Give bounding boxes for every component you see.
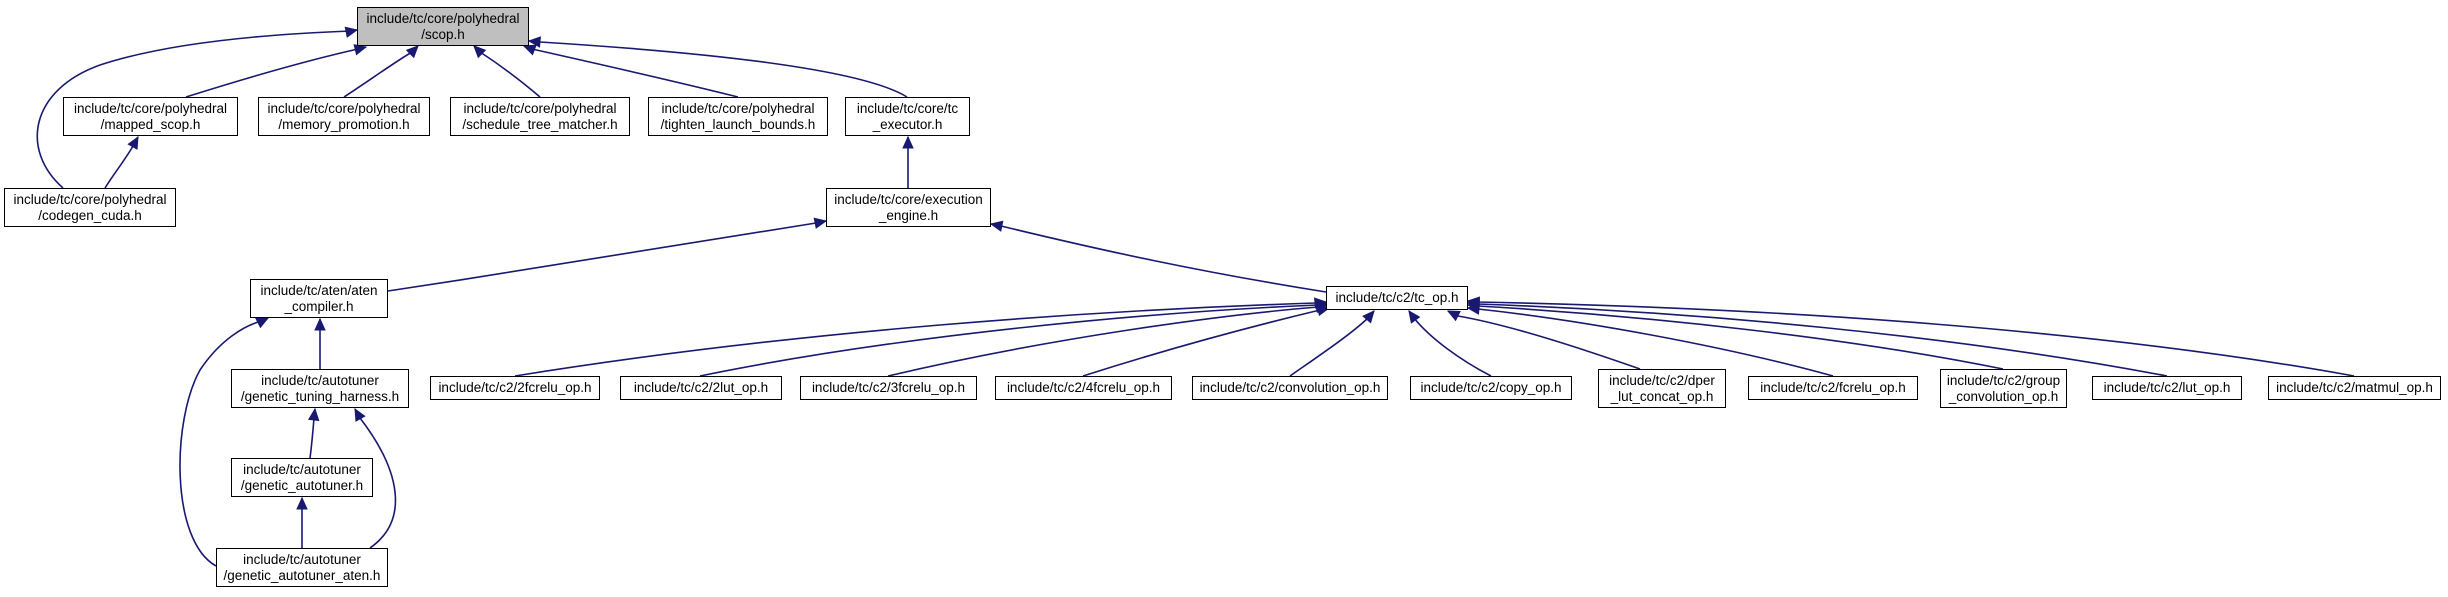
node-dper-lut-concat-op-h[interactable]: include/tc/c2/dper_lut_concat_op.h	[1598, 369, 1726, 408]
node-2fcrelu-op-h[interactable]: include/tc/c2/2fcrelu_op.h	[430, 376, 600, 400]
edge-line	[343, 45, 419, 98]
edge-line	[354, 408, 397, 549]
edge-arrowhead	[255, 317, 270, 329]
edge-arrowhead	[296, 496, 308, 510]
edge-line	[523, 45, 739, 98]
node-group-convolution-op-h[interactable]: include/tc/c2/group_convolution_op.h	[1940, 369, 2067, 408]
edge-memory-promotion-to-scop	[343, 45, 419, 98]
edge-arrowhead	[405, 45, 419, 59]
node-scop-h: include/tc/core/polyhedral/scop.h	[357, 7, 529, 46]
edge-line	[1467, 300, 2355, 377]
edge-arrowhead	[1466, 296, 1481, 308]
edge-op-copy-to-tc-op	[1408, 310, 1492, 377]
node-fcrelu-op-h[interactable]: include/tc/c2/fcrelu_op.h	[1748, 376, 1918, 400]
node-genetic-tuning-harness-h[interactable]: include/tc/autotuner/genetic_tuning_harn…	[231, 369, 409, 408]
edge-line	[887, 304, 1328, 377]
edge-arrowhead	[353, 44, 368, 56]
node-genetic-autotuner-aten-h[interactable]: include/tc/autotuner/genetic_autotuner_a…	[216, 548, 388, 587]
edge-mapped-scop-to-scop	[185, 44, 368, 98]
edge-execution-engine-to-tc-executor	[902, 135, 914, 189]
edge-genetic-autotuner-aten-to-aten-compiler	[179, 317, 270, 567]
edge-line	[179, 317, 269, 567]
edge-arrowhead	[307, 407, 320, 422]
edge-op-convolution-to-tc-op	[1289, 310, 1375, 377]
edge-arrowhead	[522, 44, 537, 56]
edge-arrowhead	[1362, 310, 1375, 324]
node-3fcrelu-op-h[interactable]: include/tc/c2/3fcrelu_op.h	[800, 376, 977, 400]
edge-line	[1467, 304, 2004, 370]
edge-line	[1467, 307, 1834, 377]
node-lut-op-h[interactable]: include/tc/c2/lut_op.h	[2092, 376, 2242, 400]
edge-op-2fcrelu-to-tc-op	[514, 297, 1328, 377]
edge-op-dper-lut-concat-to-tc-op	[1446, 310, 1641, 370]
node-matmul-op-h[interactable]: include/tc/c2/matmul_op.h	[2268, 376, 2441, 400]
edge-line	[1447, 310, 1641, 370]
edge-tc-executor-to-scop	[527, 36, 908, 98]
node-mapped-scop-h[interactable]: include/tc/core/polyhedral/mapped_scop.h	[63, 97, 238, 136]
edge-arrowhead	[473, 45, 487, 59]
node-genetic-autotuner-h[interactable]: include/tc/autotuner/genetic_autotuner.h	[231, 458, 373, 497]
edge-line	[185, 46, 367, 98]
edge-genetic-autotuner-aten-to-genetic-autotuner	[296, 496, 308, 548]
edge-aten-compiler-to-execution-engine	[387, 217, 828, 292]
edge-arrowhead	[314, 317, 326, 331]
edge-line	[1467, 302, 2168, 377]
edge-arrowhead	[902, 135, 914, 149]
edge-line	[387, 220, 827, 292]
node-codegen-cuda-h[interactable]: include/tc/core/polyhedral/codegen_cuda.…	[4, 188, 176, 227]
edge-line	[1082, 307, 1330, 377]
node-tc-executor-h[interactable]: include/tc/core/tc_executor.h	[845, 97, 970, 136]
edge-line	[473, 45, 541, 98]
edge-arrowhead	[354, 407, 366, 422]
edge-line	[1289, 310, 1375, 377]
node-execution-engine-h[interactable]: include/tc/core/execution_engine.h	[826, 188, 991, 227]
edge-arrowhead	[1446, 310, 1461, 322]
edge-line	[528, 40, 908, 98]
node-4fcrelu-op-h[interactable]: include/tc/c2/4fcrelu_op.h	[995, 376, 1172, 400]
node-aten-compiler-h[interactable]: include/tc/aten/aten_compiler.h	[250, 279, 388, 318]
edge-op-lut-to-tc-op	[1466, 298, 2168, 377]
node-copy-op-h[interactable]: include/tc/c2/copy_op.h	[1410, 376, 1572, 400]
edge-genetic-autotuner-to-genetic-tuning-harness	[307, 407, 320, 459]
edge-op-4fcrelu-to-tc-op	[1082, 304, 1331, 377]
edge-line	[36, 29, 358, 189]
edge-arrowhead	[989, 220, 1004, 232]
edge-codegen-cuda-to-scop	[36, 26, 359, 189]
edge-line	[990, 223, 1327, 293]
edge-tc-op-to-execution-engine	[989, 220, 1327, 293]
edge-op-fcrelu-to-tc-op	[1466, 303, 1834, 377]
edge-codegen-cuda-to-mapped-scop	[104, 135, 139, 189]
edge-tighten-launch-bounds-to-scop	[522, 44, 739, 98]
edge-genetic-tuning-harness-to-aten-compiler	[314, 317, 326, 370]
dependency-edges	[36, 26, 2355, 567]
node-convolution-op-h[interactable]: include/tc/c2/convolution_op.h	[1192, 376, 1388, 400]
edge-line	[514, 301, 1327, 377]
node-memory-promotion-h[interactable]: include/tc/core/polyhedral/memory_promot…	[258, 97, 430, 136]
node-tc-op-h[interactable]: include/tc/c2/tc_op.h	[1326, 286, 1468, 310]
node-schedule-tree-matcher-h[interactable]: include/tc/core/polyhedral/schedule_tree…	[450, 97, 630, 136]
edge-line	[699, 302, 1328, 377]
edge-arrowhead	[813, 217, 828, 229]
edge-arrowhead	[527, 36, 541, 48]
edge-arrowhead	[344, 26, 359, 38]
edge-arrowhead	[127, 135, 139, 150]
edge-schedule-tree-matcher-to-scop	[473, 45, 541, 98]
node-tighten-launch-bounds-h[interactable]: include/tc/core/polyhedral/tighten_launc…	[648, 97, 828, 136]
node-2lut-op-h[interactable]: include/tc/c2/2lut_op.h	[620, 376, 782, 400]
edge-arrowhead	[1408, 310, 1421, 324]
edge-op-matmul-to-tc-op	[1466, 296, 2355, 377]
edge-genetic-autotuner-aten-to-genetic-tuning-harness	[354, 407, 397, 549]
